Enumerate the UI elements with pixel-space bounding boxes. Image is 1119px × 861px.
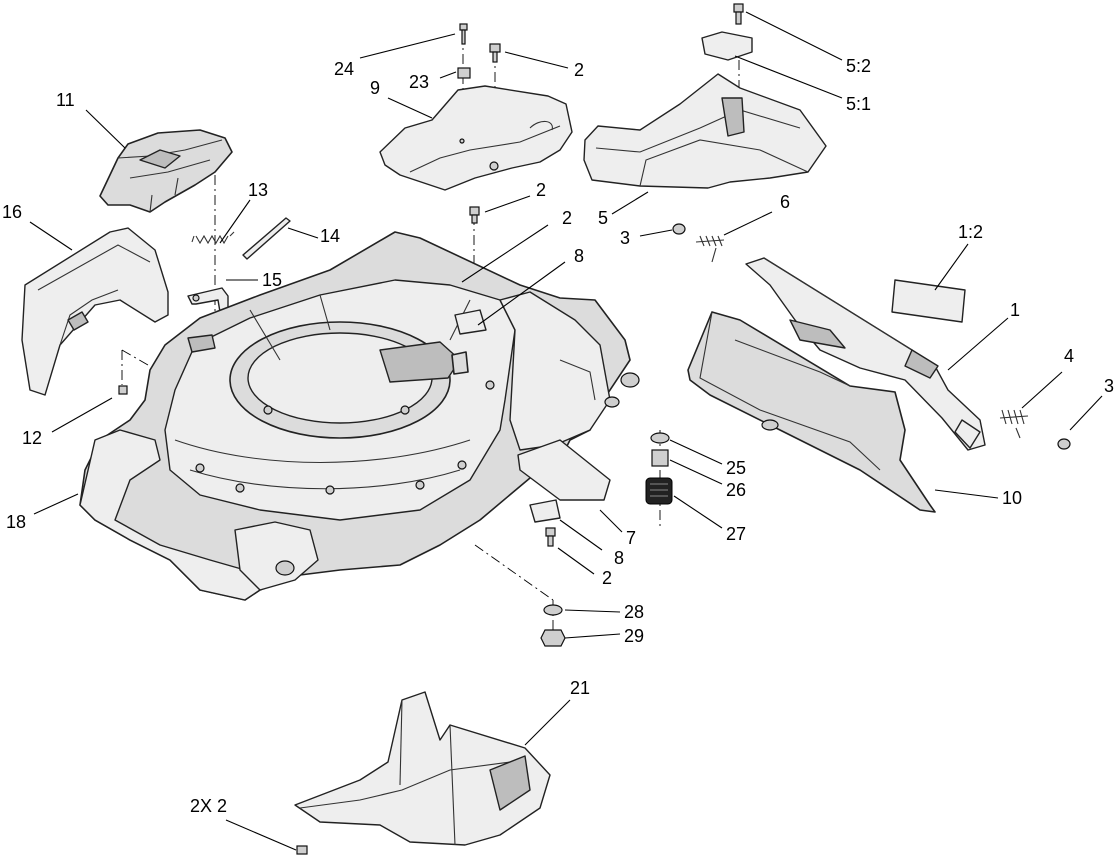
- callout-9: 9: [370, 78, 380, 98]
- callout-2: 2: [536, 180, 546, 200]
- part-9-baffle-plate: [379, 85, 573, 191]
- part-15-bracket: [187, 287, 229, 313]
- callout-18: 18: [6, 512, 26, 532]
- part-10-rear-skirt: [687, 311, 936, 513]
- part-11-rear-cover: [99, 129, 233, 213]
- callout-26: 26: [726, 480, 746, 500]
- callout-3: 3: [620, 228, 630, 248]
- callout-5-1: 5:1: [846, 94, 871, 114]
- part-21-mulch-plug: [294, 691, 551, 846]
- callout-2: 2: [574, 60, 584, 80]
- callout-3: 3: [1104, 376, 1114, 396]
- part-3-washer-right: [1057, 438, 1071, 450]
- callout-13: 13: [248, 180, 268, 200]
- part-27-gear: [645, 477, 673, 505]
- callout-15: 15: [262, 270, 282, 290]
- part-13-spring: [191, 231, 235, 245]
- part-26-bushing: [651, 449, 669, 467]
- part-3-washer-upper: [672, 223, 686, 235]
- part-1-rear-door: [745, 257, 986, 451]
- callout-1: 1: [1010, 300, 1020, 320]
- callout-21: 21: [570, 678, 590, 698]
- part-8-clip-lower: [529, 499, 561, 523]
- leader-lines: [29, 11, 1103, 851]
- part-16-side-cover: [21, 227, 169, 396]
- callout-labels: 24 23 2 9 11 5:2 5:1 2 5 6 13 14 16 2 3 …: [2, 56, 1114, 816]
- callout-5-2: 5:2: [846, 56, 871, 76]
- callout-6: 6: [780, 192, 790, 212]
- callout-1-2: 1:2: [958, 222, 983, 242]
- callout-5: 5: [598, 208, 608, 228]
- part-12-screw: [118, 385, 128, 395]
- callout-10: 10: [1002, 488, 1022, 508]
- callout-25: 25: [726, 458, 746, 478]
- callout-24: 24: [334, 59, 354, 79]
- part-1-2-decal: [891, 279, 966, 323]
- part-6-torsion-spring: [695, 235, 725, 263]
- part-8-clip-upper: [454, 309, 487, 335]
- part-5-rear-chute: [583, 31, 827, 189]
- part-14-rod: [242, 217, 291, 260]
- part-25-washer: [650, 432, 670, 444]
- part-29-nut: [540, 629, 566, 647]
- callout-16: 16: [2, 202, 22, 222]
- part-28-washer: [543, 604, 563, 616]
- callout-2: 2: [602, 568, 612, 588]
- part-2-screw-bottom: [296, 845, 308, 855]
- callout-12: 12: [22, 428, 42, 448]
- callout-4: 4: [1064, 346, 1074, 366]
- callout-23: 23: [409, 72, 429, 92]
- part-4-spring: [999, 409, 1029, 439]
- callout-29: 29: [624, 626, 644, 646]
- callout-14: 14: [320, 226, 340, 246]
- callout-2x2: 2X 2: [190, 796, 227, 816]
- part-2-screw-lower: [545, 527, 556, 547]
- callout-2: 2: [562, 208, 572, 228]
- main-deck-housing: [79, 231, 640, 601]
- callout-8: 8: [614, 548, 624, 568]
- callout-11: 11: [56, 90, 75, 110]
- callout-27: 27: [726, 524, 746, 544]
- callout-7: 7: [626, 528, 636, 548]
- callout-8: 8: [574, 246, 584, 266]
- callout-28: 28: [624, 602, 644, 622]
